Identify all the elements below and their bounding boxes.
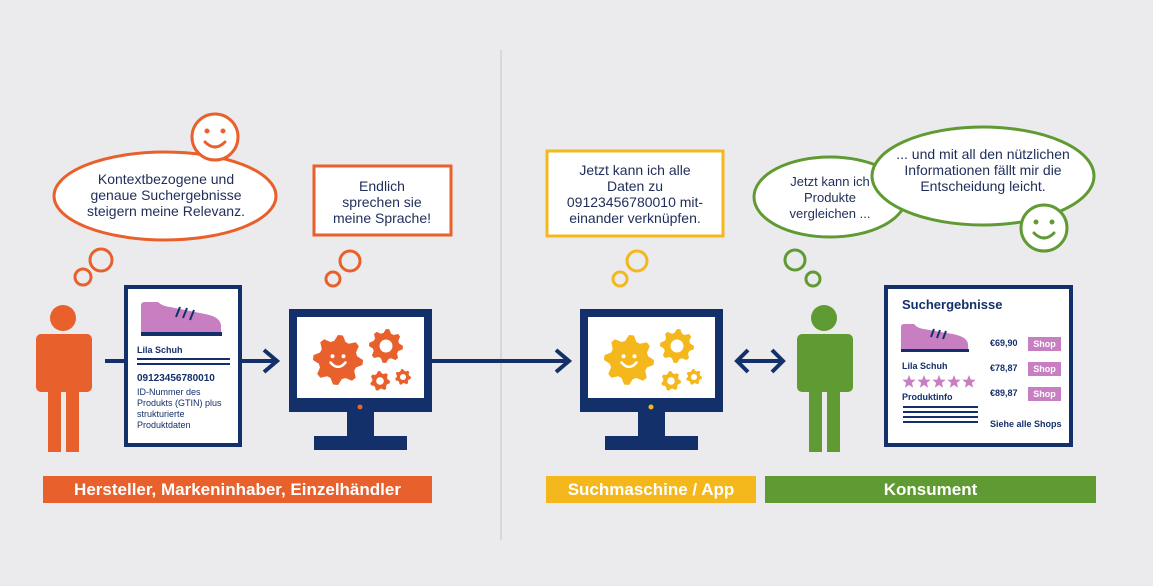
product-gtin: 09123456780010 — [137, 373, 215, 384]
manufacturer-label-bar: Hersteller, Markeninhaber, Einzelhändler — [43, 476, 432, 503]
offer-price: €89,87 — [990, 388, 1018, 398]
manufacturer-bubble-text: Kontextbezogene und genaue Suchergebniss… — [87, 171, 245, 219]
gear-icon — [313, 335, 363, 385]
results-product-name: Lila Schuh — [902, 361, 948, 371]
arrow-right-icon — [432, 348, 573, 374]
search-engine-computer — [580, 309, 723, 450]
gear-icon — [661, 371, 681, 391]
happy-face-icon — [1019, 203, 1069, 253]
gear-icon — [686, 369, 702, 385]
product-card-lines — [137, 358, 230, 365]
offer-price: €78,87 — [990, 363, 1018, 373]
star-icon — [962, 375, 976, 388]
happy-face-icon — [190, 112, 240, 162]
gear-icon — [370, 371, 390, 391]
product-description: ID-Nummer des Produkts (GTIN) plus struk… — [137, 387, 222, 430]
star-icon — [902, 375, 916, 388]
results-card-lines — [903, 406, 978, 423]
search-bubble-text: Jetzt kann ich alle Daten zu 09123456780… — [566, 162, 704, 226]
gear-icon — [369, 329, 403, 363]
product-name: Lila Schuh — [137, 345, 183, 355]
star-icon — [932, 375, 946, 388]
shoe-icon — [901, 324, 969, 352]
computer-speech-bubble — [312, 164, 453, 237]
search-speech-bubble — [545, 149, 725, 238]
rating-stars — [902, 375, 976, 388]
manufacturer-person-icon — [36, 305, 92, 452]
shop-button[interactable]: Shop — [1028, 387, 1061, 401]
gear-icon — [660, 329, 694, 363]
double-arrow-icon — [734, 348, 786, 374]
manufacturer-thought-dots — [73, 247, 114, 287]
gear-icon — [395, 369, 411, 385]
consumer-person-icon — [797, 305, 853, 452]
results-title: Suchergebnisse — [902, 297, 1003, 312]
shop-button[interactable]: Shop — [1028, 362, 1061, 376]
gear-icon — [604, 335, 654, 385]
shoe-icon — [141, 302, 222, 336]
search-engine-label-bar: Suchmaschine / App — [546, 476, 756, 503]
search-thought-dots — [611, 249, 649, 288]
results-product-info: Produktinfo — [902, 392, 953, 402]
star-icon — [947, 375, 961, 388]
star-icon — [917, 375, 931, 388]
shop-button[interactable]: Shop — [1028, 337, 1061, 351]
consumer-speech-bubble-right — [870, 125, 1096, 227]
offer-price: €69,90 — [990, 338, 1018, 348]
consumer-left-bubble-text: Jetzt kann ich Produkte vergleichen ... — [789, 174, 871, 221]
consumer-thought-dots — [783, 248, 822, 288]
manufacturer-computer — [289, 309, 432, 450]
computer-thought-dots — [324, 249, 362, 288]
manufacturer-speech-bubble — [52, 150, 278, 242]
see-all-shops-link[interactable]: Siehe alle Shops — [990, 419, 1062, 429]
consumer-right-bubble-text: ... und mit all den nützlichen Informati… — [896, 146, 1070, 194]
computer-bubble-text: Endlich sprechen sie meine Sprache! — [332, 178, 432, 226]
arrow-right-icon — [240, 348, 281, 374]
consumer-label-bar: Konsument — [765, 476, 1096, 503]
